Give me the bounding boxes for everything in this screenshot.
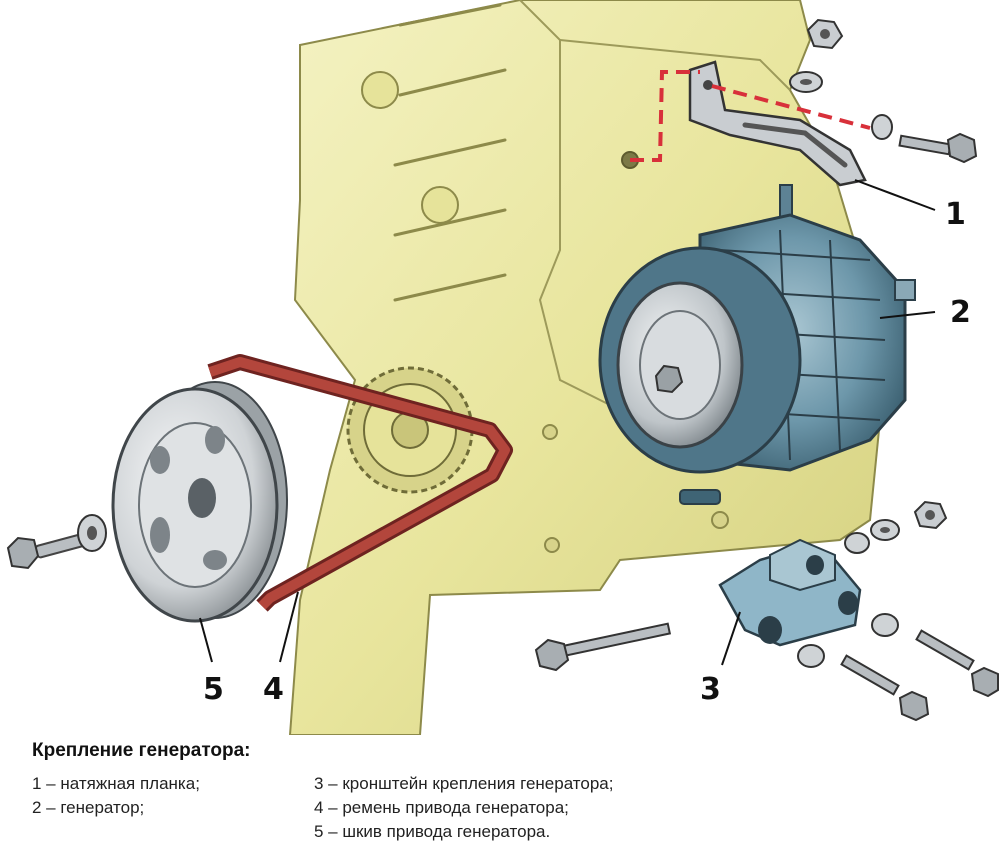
callout-4: 4 xyxy=(263,672,284,707)
crankshaft-sprocket xyxy=(346,366,474,494)
alternator-bracket xyxy=(718,538,862,647)
drive-belt xyxy=(207,354,513,612)
figure-caption: Крепление генератора: 1 – натяжная планк… xyxy=(32,740,972,845)
generator-mounting-illustration xyxy=(6,0,999,735)
callout-3: 3 xyxy=(700,672,721,707)
legend-item-4: 4 – ремень привода генератора; xyxy=(314,798,569,817)
callout-2: 2 xyxy=(950,295,971,330)
caption-title: Крепление генератора: xyxy=(32,740,251,761)
legend-item-5: 5 – шкив привода генератора. xyxy=(314,822,551,841)
legend-item-3: 3 – кронштейн крепления генератора; xyxy=(314,774,614,793)
legend-item-2: 2 – генератор; xyxy=(32,798,145,817)
lower-fasteners xyxy=(534,500,999,722)
legend-item-1: 1 – натяжная планка; xyxy=(32,774,200,793)
assembly-guide-line xyxy=(630,70,871,162)
crankshaft-pulley xyxy=(111,381,288,623)
crank-bolt xyxy=(6,514,107,570)
alternator xyxy=(598,184,916,505)
leader-lines xyxy=(199,179,936,666)
tension-bracket xyxy=(688,60,867,187)
engine-block xyxy=(288,0,882,735)
bracket-fasteners xyxy=(789,18,978,164)
callout-5: 5 xyxy=(203,672,224,707)
callout-1: 1 xyxy=(945,197,966,232)
